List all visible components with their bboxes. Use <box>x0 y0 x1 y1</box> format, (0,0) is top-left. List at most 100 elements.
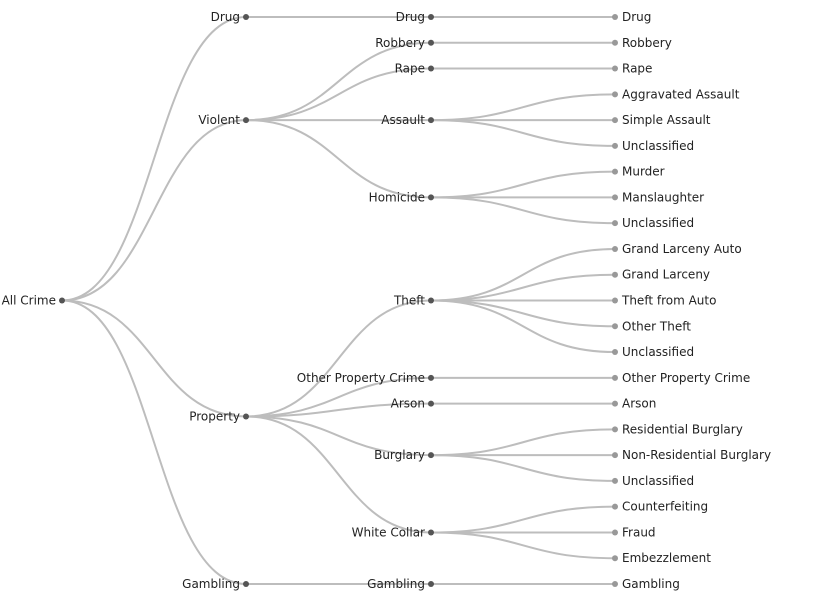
tree-node-gambling[interactable]: Gambling <box>612 577 680 591</box>
tree-link-violent-to-homicide <box>245 119 432 199</box>
node-label: Drug <box>396 10 425 24</box>
leaf-node-dot[interactable] <box>612 39 618 46</box>
branch-node-dot[interactable] <box>428 374 434 381</box>
tree-node-embezzlement[interactable]: Embezzlement <box>612 551 711 565</box>
leaf-node-dot[interactable] <box>612 426 618 433</box>
tree-node-gambling[interactable]: Gambling <box>367 577 434 591</box>
leaf-node-dot[interactable] <box>612 503 618 510</box>
node-label: Arson <box>391 397 425 411</box>
tree-node-burglary[interactable]: Burglary <box>374 448 434 462</box>
tree-node-aggravated-assault[interactable]: Aggravated Assault <box>612 87 740 101</box>
leaf-node-dot[interactable] <box>612 194 618 201</box>
branch-node-dot[interactable] <box>59 297 65 304</box>
branch-node-dot[interactable] <box>428 14 434 20</box>
tree-node-manslaughter[interactable]: Manslaughter <box>612 190 704 204</box>
branch-node-dot[interactable] <box>243 14 249 20</box>
tree-node-unclassified[interactable]: Unclassified <box>612 216 694 230</box>
tree-node-drug[interactable]: Drug <box>396 10 434 24</box>
tree-link-white-collar-to-counterfeiting <box>430 505 616 534</box>
tree-node-white-collar[interactable]: White Collar <box>352 525 434 539</box>
tree-node-rape[interactable]: Rape <box>612 62 652 76</box>
node-label: Robbery <box>622 36 672 50</box>
leaf-node-dot[interactable] <box>612 65 618 72</box>
branch-node-dot[interactable] <box>428 194 434 201</box>
tree-link-property-to-arson <box>245 402 432 418</box>
tree-link-property-to-white-collar <box>245 415 432 534</box>
branch-node-dot[interactable] <box>428 117 434 124</box>
node-label: Gambling <box>367 577 425 591</box>
leaf-node-dot[interactable] <box>612 374 618 381</box>
tree-node-all-crime[interactable]: All Crime <box>2 294 65 308</box>
tree-node-unclassified[interactable]: Unclassified <box>612 139 694 153</box>
tree-node-theft[interactable]: Theft <box>393 294 434 308</box>
node-label: Unclassified <box>622 216 694 230</box>
tree-link-assault-to-aggravated-assault <box>430 93 616 122</box>
branch-node-dot[interactable] <box>428 39 434 46</box>
tree-node-residential-burglary[interactable]: Residential Burglary <box>612 422 743 436</box>
tree-node-theft-from-auto[interactable]: Theft from Auto <box>612 294 716 308</box>
node-label: Fraud <box>622 525 656 539</box>
leaf-node-dot[interactable] <box>612 245 618 252</box>
tree-link-violent-to-robbery <box>245 41 432 122</box>
leaf-node-dot[interactable] <box>612 323 618 330</box>
branch-node-dot[interactable] <box>428 297 434 304</box>
leaf-node-dot[interactable] <box>612 400 618 407</box>
branch-node-dot[interactable] <box>243 117 249 124</box>
branch-node-dot[interactable] <box>243 413 249 420</box>
leaf-node-dot[interactable] <box>612 117 618 124</box>
leaf-node-dot[interactable] <box>612 220 618 227</box>
tree-node-arson[interactable]: Arson <box>612 397 656 411</box>
tree-node-other-theft[interactable]: Other Theft <box>612 319 691 333</box>
leaf-node-dot[interactable] <box>612 271 618 278</box>
leaf-node-dot[interactable] <box>612 529 618 536</box>
node-label: Robbery <box>375 36 425 50</box>
node-label: Murder <box>622 165 665 179</box>
tree-node-violent[interactable]: Violent <box>198 113 249 127</box>
leaf-node-dot[interactable] <box>612 581 618 587</box>
tree-node-counterfeiting[interactable]: Counterfeiting <box>612 500 708 514</box>
leaf-node-dot[interactable] <box>612 14 618 20</box>
tree-node-arson[interactable]: Arson <box>391 397 434 411</box>
tree-node-robbery[interactable]: Robbery <box>612 36 672 50</box>
tree-node-property[interactable]: Property <box>189 409 249 423</box>
leaf-node-dot[interactable] <box>612 477 618 484</box>
tree-node-homicide[interactable]: Homicide <box>369 190 434 204</box>
tree-node-robbery[interactable]: Robbery <box>375 36 434 50</box>
tree-node-grand-larceny-auto[interactable]: Grand Larceny Auto <box>612 242 742 256</box>
tree-node-gambling[interactable]: Gambling <box>182 577 249 591</box>
tree-node-rape[interactable]: Rape <box>395 62 434 76</box>
tree-node-unclassified[interactable]: Unclassified <box>612 345 694 359</box>
branch-node-dot[interactable] <box>428 400 434 407</box>
tree-node-fraud[interactable]: Fraud <box>612 525 656 539</box>
branch-node-dot[interactable] <box>243 581 249 587</box>
branch-node-dot[interactable] <box>428 452 434 459</box>
node-label: Property <box>189 409 240 423</box>
tree-node-murder[interactable]: Murder <box>612 165 665 179</box>
branch-node-dot[interactable] <box>428 65 434 72</box>
leaf-node-dot[interactable] <box>612 349 618 356</box>
tree-link-all-crime-to-drug <box>61 16 247 302</box>
tree-node-simple-assault[interactable]: Simple Assault <box>612 113 711 127</box>
leaf-node-dot[interactable] <box>612 555 618 562</box>
tree-node-other-property-crime[interactable]: Other Property Crime <box>612 371 750 385</box>
tree-node-unclassified[interactable]: Unclassified <box>612 474 694 488</box>
tree-node-drug[interactable]: Drug <box>612 10 651 24</box>
node-label: Embezzlement <box>622 551 711 565</box>
leaf-node-dot[interactable] <box>612 452 618 459</box>
tree-node-other-property-crime[interactable]: Other Property Crime <box>297 371 434 385</box>
branch-node-dot[interactable] <box>428 581 434 587</box>
leaf-node-dot[interactable] <box>612 168 618 175</box>
tree-node-drug[interactable]: Drug <box>211 10 249 24</box>
leaf-node-dot[interactable] <box>612 91 618 98</box>
node-label: Unclassified <box>622 139 694 153</box>
branch-node-dot[interactable] <box>428 529 434 536</box>
tree-node-grand-larceny[interactable]: Grand Larceny <box>612 268 710 282</box>
node-label: Drug <box>211 10 240 24</box>
node-label: Burglary <box>374 448 425 462</box>
tree-link-property-to-other-property-crime <box>245 376 432 418</box>
tree-node-non-residential-burglary[interactable]: Non-Residential Burglary <box>612 448 771 462</box>
leaf-node-dot[interactable] <box>612 142 618 149</box>
tree-node-assault[interactable]: Assault <box>381 113 434 127</box>
leaf-node-dot[interactable] <box>612 297 618 304</box>
